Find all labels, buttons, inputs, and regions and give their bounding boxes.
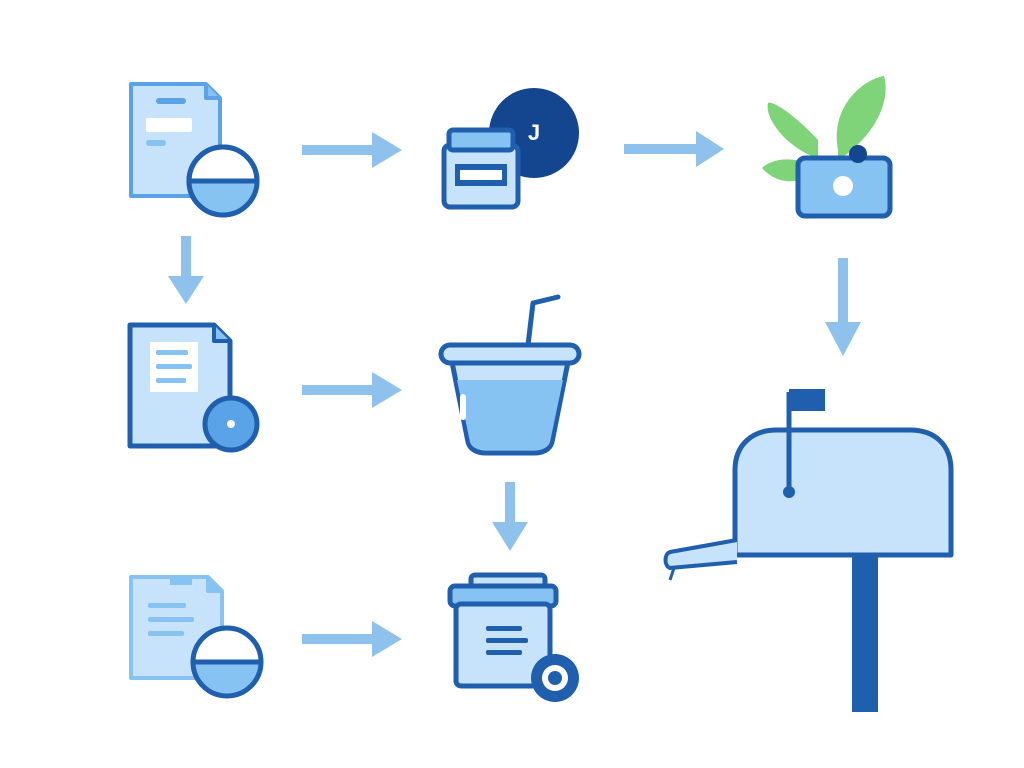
jar-icon <box>441 127 521 210</box>
arrow-doc-to-jar <box>302 132 402 168</box>
mailbox-icon <box>663 427 954 712</box>
container-icon <box>447 572 559 689</box>
wheel-icon <box>531 654 579 702</box>
disc-icon <box>202 395 260 453</box>
badge-letter: J <box>528 120 540 145</box>
camera-icon <box>795 145 893 219</box>
mailbox-flag-icon <box>783 389 825 498</box>
half-circle-icon-top <box>186 144 260 218</box>
half-circle-icon-bottom <box>190 625 264 699</box>
arrow-doc-down <box>168 236 204 304</box>
arrow-middle-doc-to-cup <box>302 372 402 408</box>
arrow-bottom-doc-to-container <box>302 621 402 657</box>
arrow-cup-down <box>492 482 528 551</box>
arrow-jar-to-camera <box>624 131 724 167</box>
arrow-camera-down <box>825 258 861 356</box>
cup-icon <box>438 294 582 456</box>
